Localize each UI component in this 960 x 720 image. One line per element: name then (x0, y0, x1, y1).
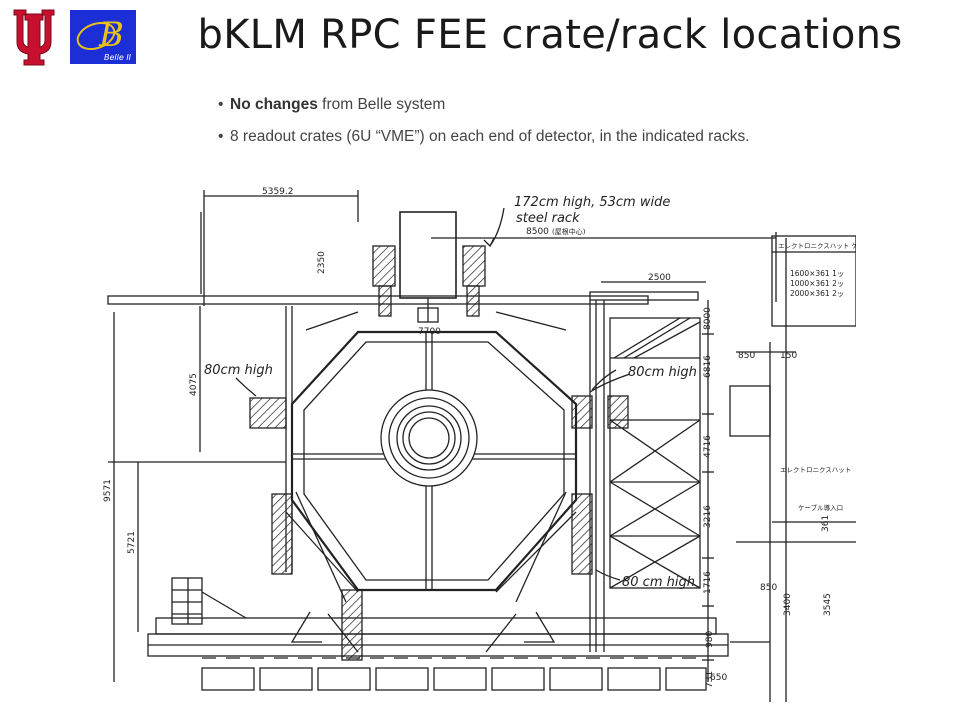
dim-6816: 6816 (703, 355, 713, 378)
lower-rack-label: エレクトロニクスハット (780, 466, 851, 474)
dim-8500: 8500 (526, 227, 549, 237)
dim-7700: 7700 (418, 327, 441, 337)
rack-annotation-line1: 172cm high, 53cm wide (514, 195, 670, 210)
dim-5721: 5721 (127, 531, 137, 554)
dim-8000: 8000 (703, 307, 713, 330)
dim-1716: 1716 (703, 571, 713, 594)
dim-3545: 3545 (823, 593, 833, 616)
bullet-item: 8 readout crates (6U “VME”) on each end … (218, 128, 750, 146)
belle-logo-label: Belle II (104, 53, 132, 62)
dim-3400: 3400 (783, 593, 793, 616)
table-row-1: 1600×361 1ッ (790, 269, 844, 278)
dim-980: 980 (705, 631, 715, 648)
bullet-item: No changes from Belle system (218, 96, 750, 114)
belle-logo-letter: B (98, 15, 124, 55)
dim-8500-note: (屋根中心) (552, 227, 586, 236)
dim-850-bottom: 850 (760, 583, 777, 593)
dim-2500: 2500 (648, 273, 671, 283)
dim-850-top: 850 (738, 351, 755, 361)
page-title: bKLM RPC FEE crate/rack locations (197, 12, 903, 58)
rack-annotation-line2: steel rack (516, 211, 580, 226)
bullet-1-bold: No changes (230, 96, 318, 113)
dim-361: 361 (821, 515, 831, 532)
dim-4075: 4075 (189, 373, 199, 396)
table-row-3: 2000×361 2ッ (790, 289, 844, 298)
dim-150: 150 (780, 351, 797, 361)
bottom-80cm-annotation: 80 cm high (622, 575, 695, 590)
dim-4716: 4716 (703, 435, 713, 458)
cable-inlet-label: ケーブル導入口 (798, 503, 843, 512)
dim-5359: 5359.2 (262, 187, 294, 197)
dim-731: 731 (705, 671, 715, 688)
iu-trident-logo (13, 9, 55, 66)
bullet-1-text: from Belle system (317, 96, 446, 113)
right-80cm-annotation: 80cm high (628, 365, 697, 380)
belle-ii-logo: B Belle II (70, 10, 136, 64)
table-header: エレクトロニクスハット ケー (778, 242, 856, 250)
dim-3216: 3216 (703, 505, 713, 528)
dim-650: 650 (710, 673, 727, 683)
dim-9571: 9571 (103, 479, 113, 502)
left-80cm-annotation: 80cm high (204, 363, 273, 378)
dim-2350: 2350 (317, 251, 327, 274)
bullet-list: No changes from Belle system 8 readout c… (218, 96, 750, 160)
detector-rack-drawing: 172cm high, 53cm wide steel rack 80cm hi… (103, 187, 856, 702)
table-row-2: 1000×361 2ッ (790, 279, 844, 288)
bullet-2-text: 8 readout crates (6U “VME”) on each end … (230, 128, 750, 145)
